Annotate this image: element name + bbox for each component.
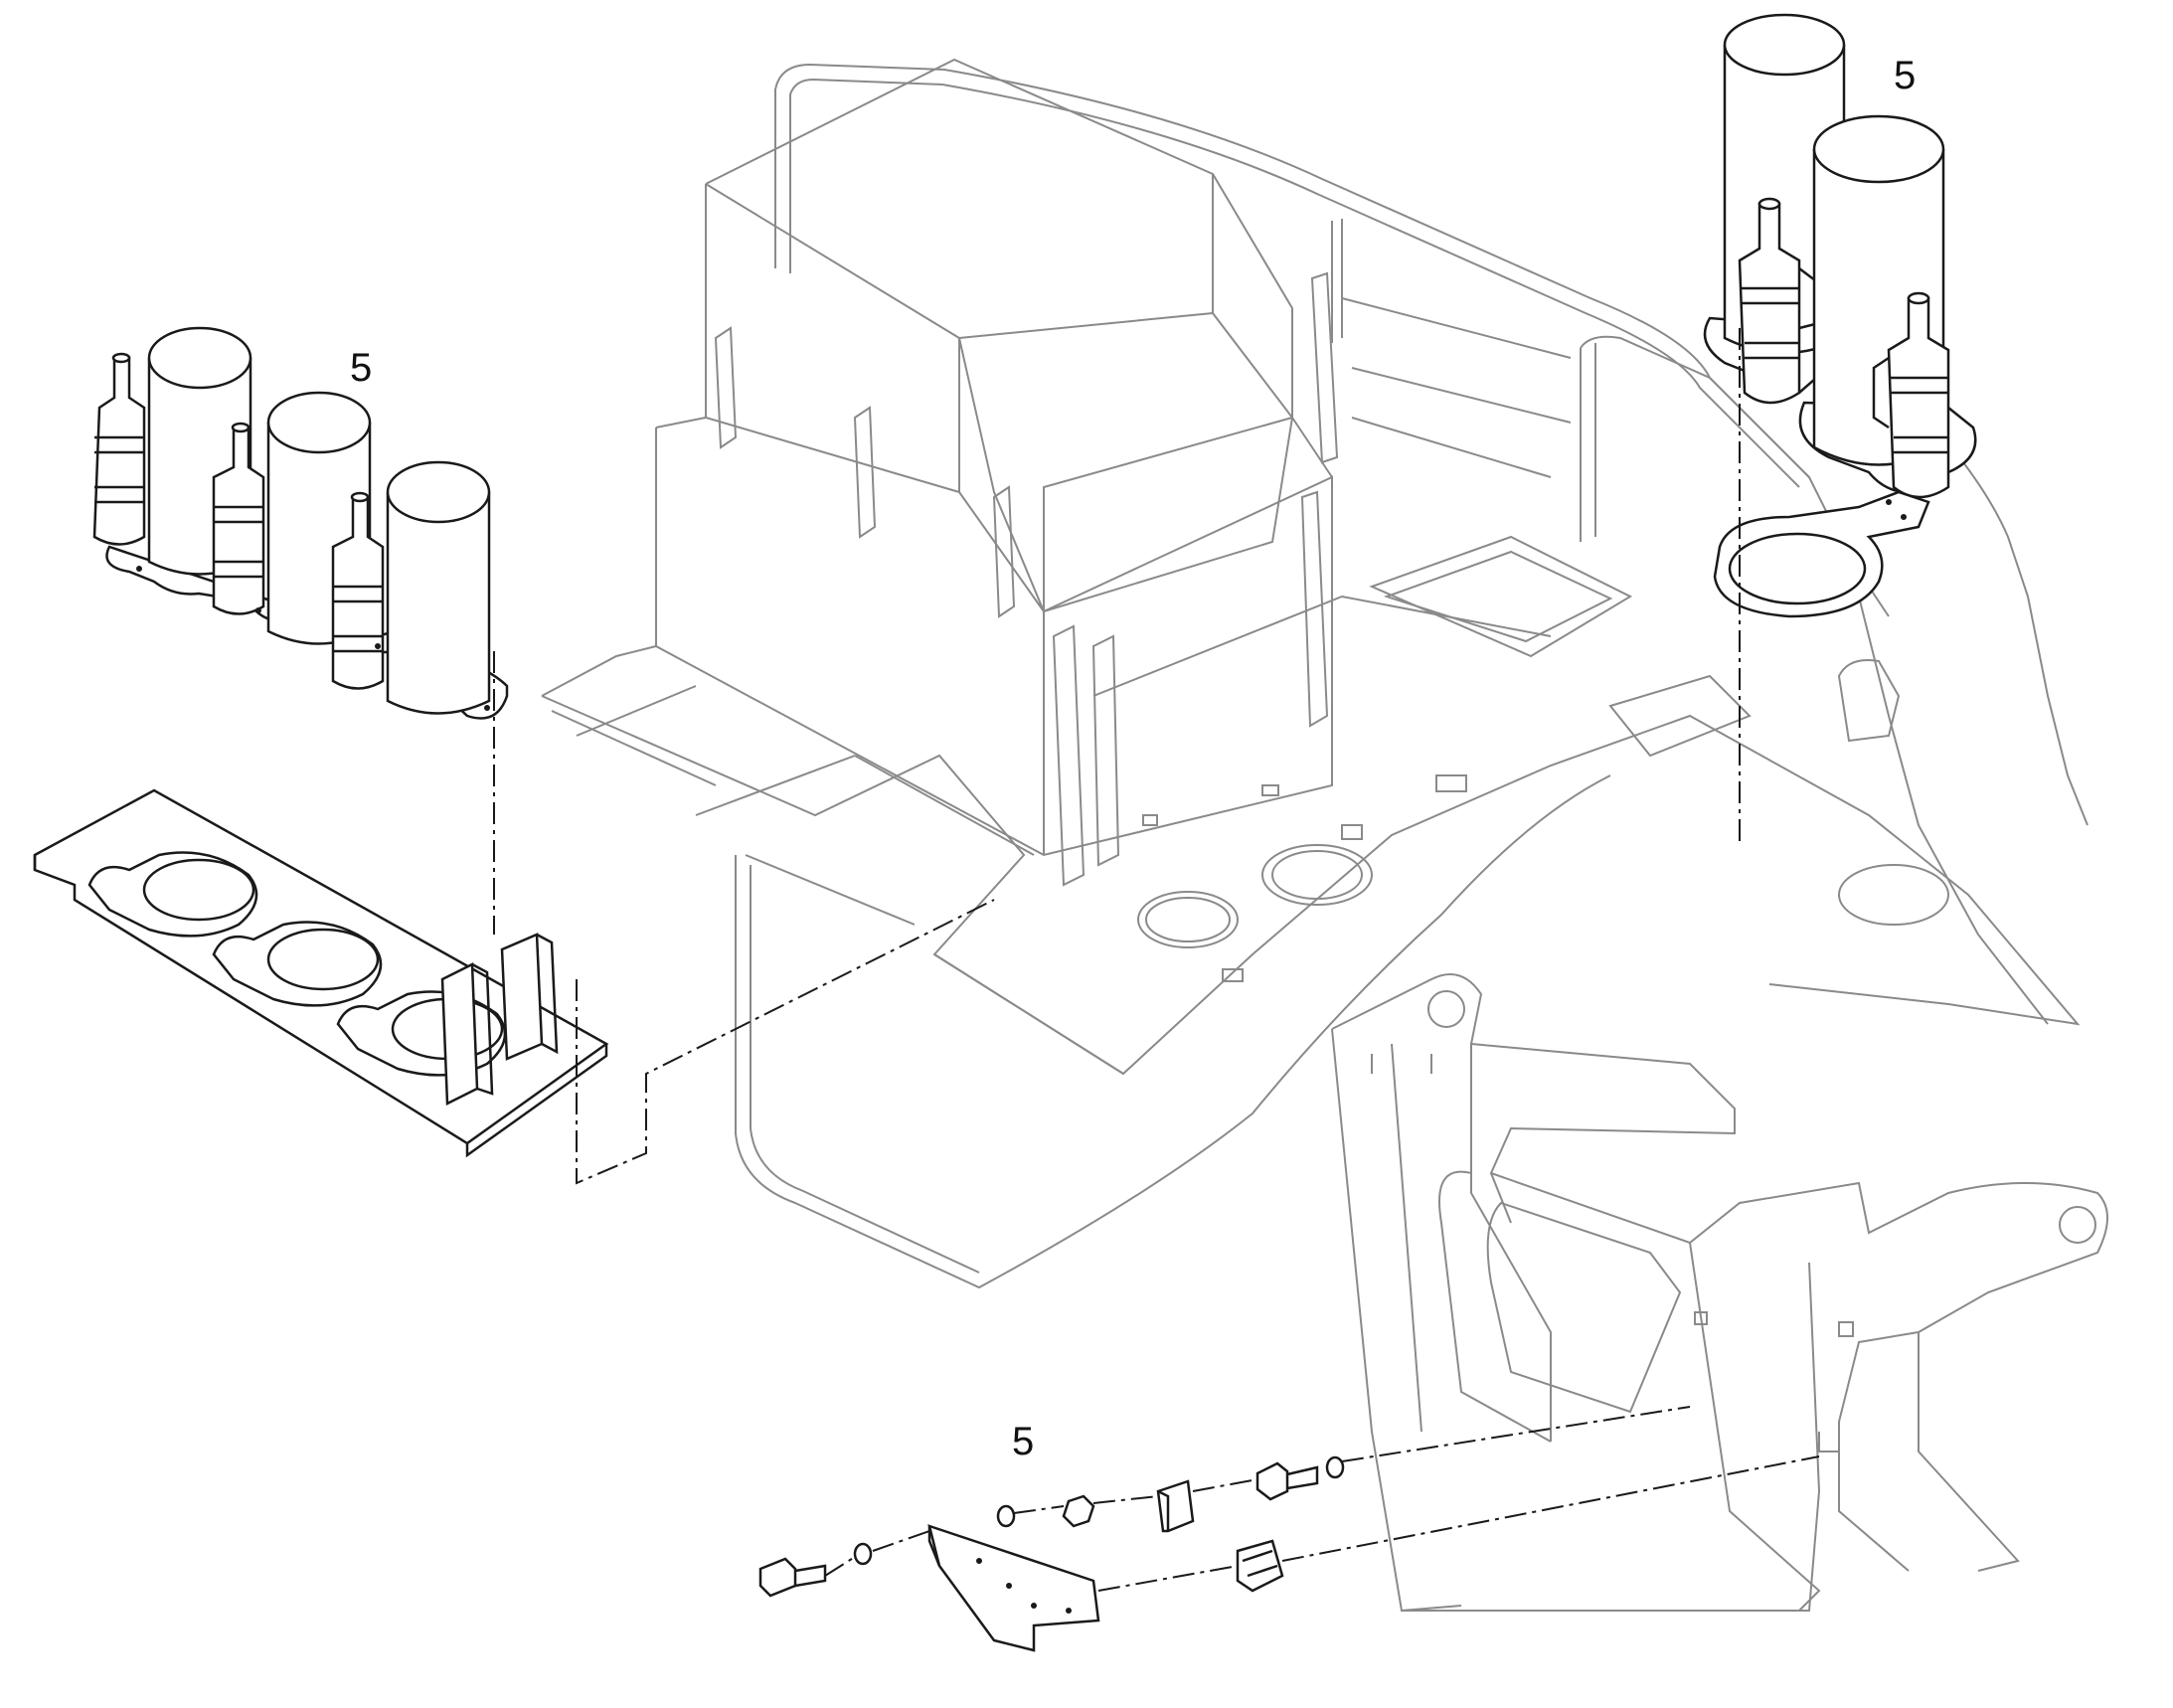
assembly-lines — [493, 328, 1820, 1592]
bracket-hardware — [758, 1455, 1345, 1652]
callout-number-right: 5 — [1894, 54, 1917, 97]
loader-frame — [1331, 973, 2108, 1613]
machine-frame — [541, 58, 2089, 1289]
callout-number-bottom: 5 — [1012, 1420, 1035, 1463]
left-mounting-plate — [33, 788, 609, 1158]
right-tank-assembly — [1703, 13, 1977, 618]
left-tank-assembly — [92, 326, 509, 720]
callout-number-left: 5 — [350, 346, 373, 390]
